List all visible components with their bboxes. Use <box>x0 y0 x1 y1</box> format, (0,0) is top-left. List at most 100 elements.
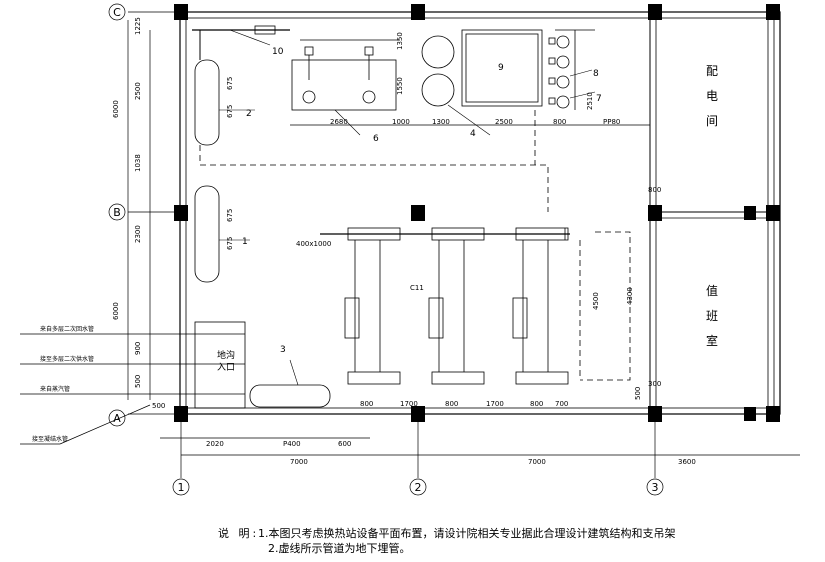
axis-label-c: C <box>113 6 121 19</box>
external-pipes <box>20 333 245 445</box>
dim-bottom-1700-b: 1700 <box>486 400 504 408</box>
room-labels: 配 电 间 值 班 室 地沟 入口 <box>217 64 718 373</box>
dim-bottom-p400: P400 <box>283 440 301 448</box>
callout-2: 2 <box>246 109 252 119</box>
dim-top-2680: 2680 <box>330 118 348 126</box>
dim-left-6000-bottom: 6000 <box>112 302 120 320</box>
dim-axis-3600: 3600 <box>678 458 696 466</box>
note-line-1: 1.本图只考虑换热站设备平面布置，请设计院相关专业据此合理设计建筑结构和支吊架 <box>258 527 676 540</box>
callout-4: 4 <box>470 129 476 139</box>
equipment-4-upper <box>421 35 455 69</box>
dim-left-500: 500 <box>134 375 142 388</box>
dim-1550: 1550 <box>396 77 404 95</box>
dim-axis-7000-a: 7000 <box>290 458 308 466</box>
walls <box>179 11 781 415</box>
dim-675-c: 675 <box>226 209 234 222</box>
structural-columns <box>174 4 780 422</box>
underground-pipes <box>199 110 631 381</box>
grid-axes <box>108 3 800 496</box>
dim-top-1300: 1300 <box>432 118 450 126</box>
dim-top-pp80: PP80 <box>603 118 620 126</box>
heat-exchanger-units <box>320 227 570 385</box>
callout-numbers: 1 2 3 4 6 7 8 9 10 <box>242 47 602 355</box>
exchanger-unit-3 <box>512 227 569 385</box>
grid-axis-labels: C B A 1 2 3 <box>113 6 658 494</box>
room-duty-char-2: 班 <box>706 309 718 323</box>
dim-bottom-2020: 2020 <box>206 440 224 448</box>
dim-4500: 4500 <box>592 292 600 310</box>
dim-axis-7000-b: 7000 <box>528 458 546 466</box>
axis-label-2: 2 <box>415 481 422 494</box>
dim-top-2500: 2500 <box>495 118 513 126</box>
equipment-4-lower <box>421 73 455 107</box>
dim-bottom-700: 700 <box>555 400 568 408</box>
axis-bubble-1 <box>172 478 190 496</box>
dim-4300: 4300 <box>626 287 634 305</box>
pipe-label-steam: 来自蒸汽管 <box>40 385 70 393</box>
axis-bubble-b <box>108 203 126 221</box>
tank-1 <box>194 185 220 283</box>
room-power-char-2: 电 <box>706 89 718 103</box>
dim-misc-300: 300 <box>648 380 661 388</box>
dim-2510: 2510 <box>586 92 594 110</box>
pipe-label-condensate: 接至凝结水管 <box>32 435 68 443</box>
notes-label: 说 明: <box>218 527 260 540</box>
dim-left-6000-top: 6000 <box>112 100 120 118</box>
room-duty-char-3: 室 <box>706 333 718 348</box>
duct-size: 400x1000 <box>296 240 331 248</box>
dim-left-2500: 2500 <box>134 82 142 100</box>
dim-bottom-800-a: 800 <box>360 400 373 408</box>
tank-2 <box>194 59 220 146</box>
callout-8: 8 <box>593 69 599 79</box>
external-pipe-labels: 来自多层二次回水管 接至多层二次供水管 来自蒸汽管 接至凝结水管 <box>32 325 94 443</box>
dim-675-d: 675 <box>226 237 234 250</box>
dim-left-900: 900 <box>134 342 142 355</box>
room-entry-line-1: 地沟 <box>217 349 235 361</box>
dim-1350: 1350 <box>396 32 404 50</box>
axis-bubble-2 <box>409 478 427 496</box>
callout-6: 6 <box>373 134 379 144</box>
dim-500-right: 500 <box>634 387 642 400</box>
equipment-9 <box>461 29 543 107</box>
room-duty-char-1: 值 <box>706 283 718 298</box>
callout-7: 7 <box>596 94 602 104</box>
pipe-label-secondary-return: 来自多层二次回水管 <box>40 325 94 333</box>
axis-label-3: 3 <box>652 481 659 494</box>
equipment <box>192 25 595 409</box>
callout-3: 3 <box>280 345 286 355</box>
equipment-6 <box>291 59 397 111</box>
item-10-fitting <box>254 25 276 35</box>
room-power-char-3: 间 <box>706 114 718 128</box>
dim-top-800: 800 <box>553 118 566 126</box>
axis-label-1: 1 <box>178 481 185 494</box>
note-line-2: 2.虚线所示管道为地下埋管。 <box>268 542 411 555</box>
room-entry-line-2: 入口 <box>217 362 235 373</box>
dim-misc-800: 800 <box>648 186 661 194</box>
axis-bubble-c <box>108 3 126 21</box>
dim-top-1000: 1000 <box>392 118 410 126</box>
dim-bottom-600: 600 <box>338 440 351 448</box>
axis-label-b: B <box>113 206 121 219</box>
callout-10: 10 <box>272 47 284 57</box>
dim-left-1225: 1225 <box>134 17 142 35</box>
exchanger-unit-1 <box>344 227 401 385</box>
dim-left-2300: 2300 <box>134 225 142 243</box>
fitting-label-c11: C11 <box>410 284 424 292</box>
dim-left-1038: 1038 <box>134 154 142 172</box>
dimension-text: 1225 2500 6000 1038 2300 6000 900 500 26… <box>112 17 696 466</box>
callout-9: 9 <box>498 63 504 73</box>
dim-bottom-800-c: 800 <box>530 400 543 408</box>
tank-3 <box>249 384 331 408</box>
dim-675-b: 675 <box>226 105 234 118</box>
axis-bubble-a <box>108 409 126 427</box>
callout-1: 1 <box>242 237 248 247</box>
dim-bottom-1700-a: 1700 <box>400 400 418 408</box>
dim-misc-500: 500 <box>152 402 165 410</box>
axis-bubble-3 <box>646 478 664 496</box>
axis-label-a: A <box>113 412 121 425</box>
callout-leaders <box>219 29 596 386</box>
dim-675-a: 675 <box>226 77 234 90</box>
pipe-label-secondary-supply: 接至多层二次供水管 <box>40 355 94 363</box>
dim-bottom-800-b: 800 <box>445 400 458 408</box>
